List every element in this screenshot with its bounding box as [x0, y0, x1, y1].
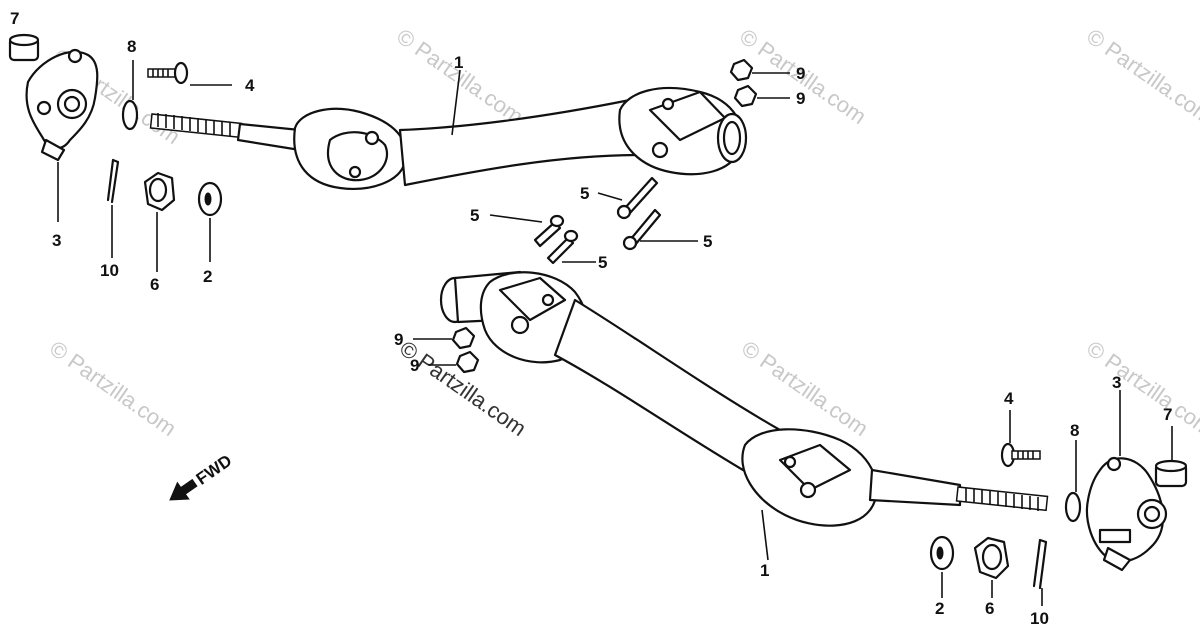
nut-9-c [451, 326, 476, 350]
pin-10-right [1032, 538, 1048, 590]
callout-knuckle-left: 3 [52, 231, 61, 250]
pin-10-left [106, 158, 120, 204]
callout-bolt4-right: 4 [1004, 389, 1014, 408]
callout-cap-left: 7 [10, 9, 19, 28]
cap-7-left [8, 33, 40, 62]
callout-nut9-d: 9 [410, 356, 419, 375]
lower-drive-axle [439, 270, 1049, 527]
bolt-5-b [546, 229, 579, 265]
leader-lines [57, 60, 1173, 606]
fwd-label: FWD [193, 451, 236, 489]
nut-9-a [729, 58, 754, 82]
callout-axle-lower: 1 [760, 561, 769, 580]
forward-arrow-icon [169, 478, 198, 501]
callout-bolt5-b: 5 [598, 253, 607, 272]
callout-ring-right: 8 [1070, 421, 1079, 440]
callout-knuckle-right: 3 [1112, 373, 1121, 392]
knuckle-3-left [25, 48, 99, 162]
bolt-4-left [147, 61, 189, 85]
knuckle-3-right [1085, 456, 1168, 572]
bolt-5-d [622, 208, 662, 251]
callout-nut9-a: 9 [796, 64, 805, 83]
callout-pin-left: 10 [100, 261, 119, 280]
callout-axle-upper: 1 [454, 53, 463, 72]
callout-nut6-left: 6 [150, 275, 159, 294]
nut-6-left [143, 171, 176, 212]
forward-direction-indicator: FWD [169, 451, 236, 501]
callout-washer-left: 2 [203, 267, 212, 286]
callout-nut9-c: 9 [394, 330, 403, 349]
callout-nut6-right: 6 [985, 599, 994, 618]
callout-bolt5-a: 5 [470, 206, 479, 225]
nut-9-d [455, 350, 480, 374]
callout-nut9-b: 9 [796, 89, 805, 108]
center-bolts [451, 58, 758, 374]
ring-8-right [1064, 491, 1082, 523]
nut-9-b [733, 84, 758, 108]
right-small-parts [929, 442, 1188, 590]
callout-bolt5-d: 5 [703, 232, 712, 251]
callout-cap-right: 7 [1163, 405, 1172, 424]
bolt-4-right [1000, 442, 1041, 468]
cap-7-right [1154, 459, 1188, 488]
bolt-5-a [533, 214, 565, 248]
bolt-5-c [616, 176, 659, 220]
callout-ring-left: 8 [127, 37, 136, 56]
left-small-parts [8, 33, 223, 217]
callout-pin-right: 10 [1030, 609, 1049, 628]
callout-labels: 1 1 3 3 7 7 8 8 4 4 10 10 6 6 2 2 9 9 9 … [10, 9, 1172, 628]
washer-2-left [197, 181, 223, 217]
upper-drive-axle [149, 86, 748, 190]
watermark-mid-left: © Partzilla.com [45, 336, 181, 442]
callout-bolt5-c: 5 [580, 184, 589, 203]
callout-washer-right: 2 [935, 599, 944, 618]
ring-8-left [121, 99, 139, 131]
callout-bolt4-left: 4 [245, 76, 255, 95]
washer-2-right [929, 535, 955, 571]
nut-6-right [973, 536, 1010, 580]
watermark-top-right-2: © Partzilla.com [1082, 24, 1200, 130]
watermark-mid-right-2: © Partzilla.com [1082, 336, 1200, 442]
